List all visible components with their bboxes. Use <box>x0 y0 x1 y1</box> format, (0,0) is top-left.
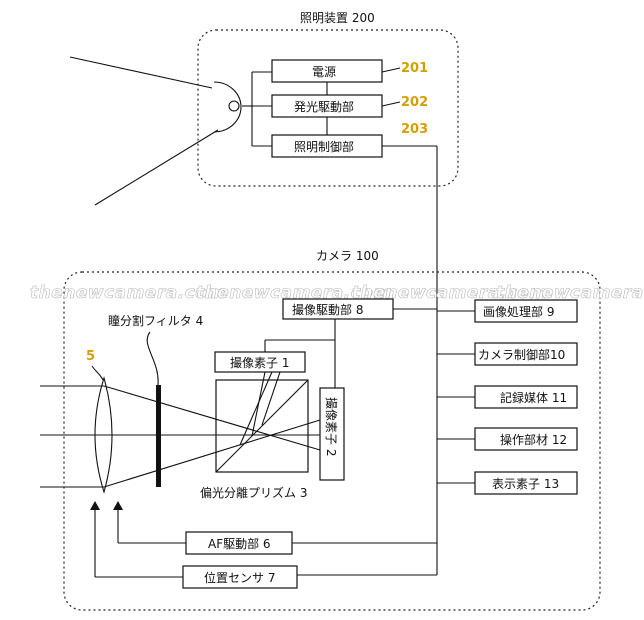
right-blocks: 画像処理部 9 カメラ制御部10 記録媒体 11 操作部材 12 表示素子 13 <box>474 299 578 495</box>
light-drive-label: 発光駆動部 <box>294 99 354 114</box>
illumination-boundary <box>197 29 459 187</box>
power-label: 電源 <box>312 65 336 79</box>
pupil-division-filter <box>156 385 161 487</box>
sensor-drive-label: 撮像駆動部 8 <box>292 302 363 317</box>
watermark-1: thenewcamera.com <box>30 283 226 303</box>
watermark-4: thenewcamera.com <box>496 283 644 303</box>
lens <box>94 376 113 494</box>
position-sensor-label: 位置センサ 7 <box>204 570 275 585</box>
image-sensor-2-label: 撮像素子 2 <box>324 397 338 456</box>
prism-diagonal <box>215 379 309 473</box>
af-drive-label: AF駆動部 6 <box>208 536 271 551</box>
display-element-label: 表示素子 13 <box>492 477 559 491</box>
flash-emitter <box>69 56 242 206</box>
af-arrow <box>113 501 123 510</box>
ref-202: 202 <box>401 95 428 110</box>
watermark-2: thenewcamera.com <box>196 283 392 303</box>
camera-boundary <box>63 271 601 611</box>
operation-member-label: 操作部材 12 <box>500 432 567 447</box>
ref-203: 203 <box>401 122 428 137</box>
image-processing-label: 画像処理部 9 <box>483 304 554 319</box>
camera-title: カメラ 100 <box>316 249 379 263</box>
image-sensor-2 <box>319 387 345 481</box>
optical-rays <box>40 371 321 488</box>
watermark-3: thenewcamera.com <box>352 283 548 303</box>
filter-leader <box>146 331 159 386</box>
light-control-label: 照明制御部 <box>294 139 354 154</box>
ref-201: 201 <box>401 61 428 76</box>
position-arrow <box>90 501 100 510</box>
image-sensor-1-label: 撮像素子 1 <box>230 356 289 370</box>
prism-label: 偏光分離プリズム 3 <box>200 485 307 500</box>
filter-label: 瞳分割フィルタ 4 <box>108 313 203 328</box>
image-sensor-1 <box>214 351 306 373</box>
lens-ref: 5 <box>86 349 95 364</box>
camera-control-label: カメラ制御部10 <box>478 347 565 362</box>
illumination-title: 照明装置 200 <box>300 11 375 25</box>
recording-medium-label: 記録媒体 11 <box>500 390 567 405</box>
